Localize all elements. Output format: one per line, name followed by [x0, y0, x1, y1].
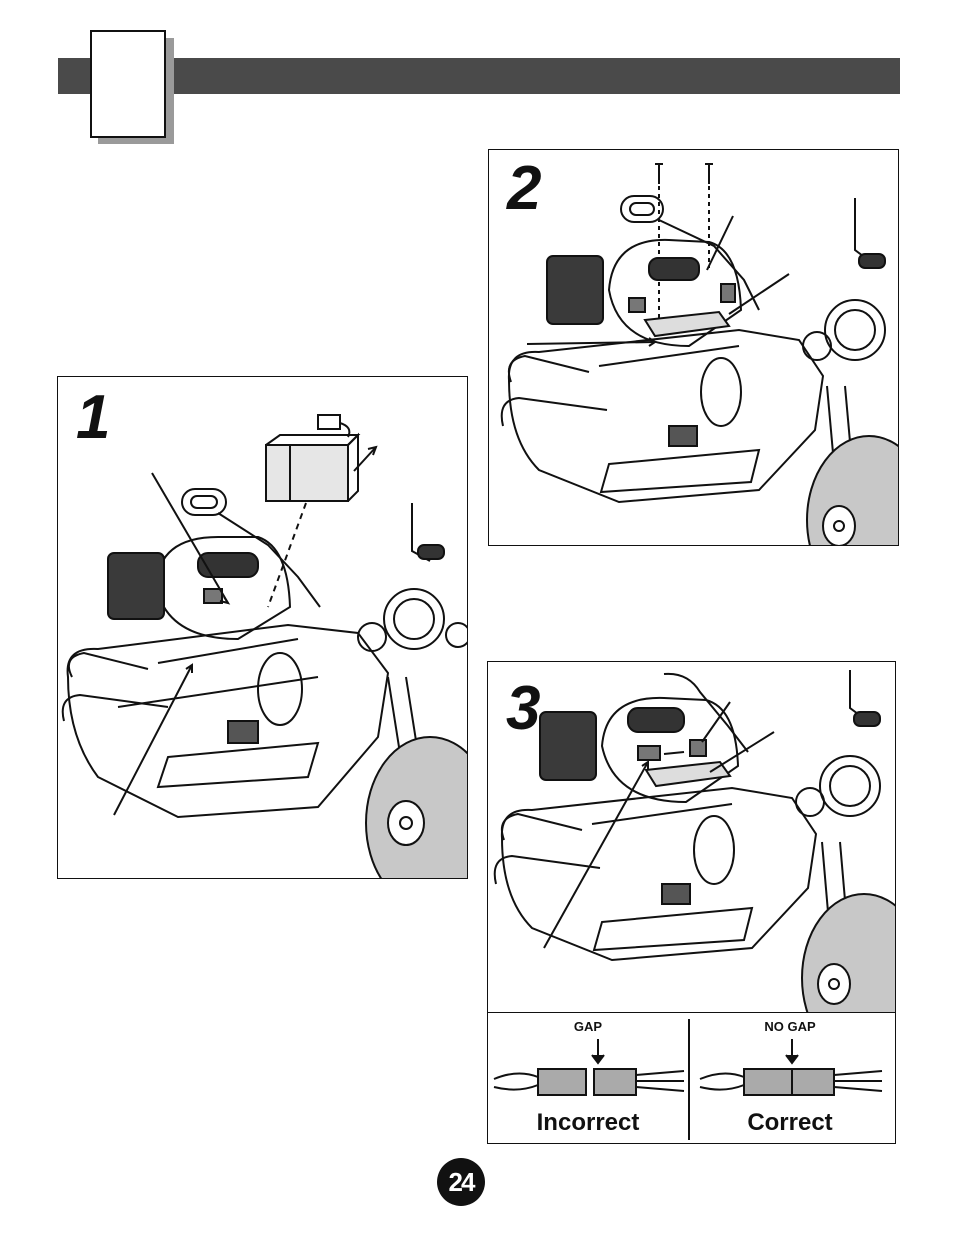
connector-comparison: GAP Incorrect NO GAP [488, 1012, 896, 1144]
no-gap-callout: NO GAP [690, 1019, 890, 1034]
step-3-illustration [488, 662, 896, 1012]
gap-callout: GAP [488, 1019, 688, 1034]
incorrect-caption: Incorrect [488, 1109, 688, 1137]
step-1-panel: 1 [57, 376, 468, 879]
section-tab [90, 30, 166, 138]
section-header-bar [58, 58, 900, 94]
correct-caption: Correct [690, 1109, 890, 1137]
connector-incorrect: GAP Incorrect [488, 1013, 688, 1144]
connector-gap-illustration [488, 1035, 688, 1115]
connector-no-gap-illustration [690, 1035, 890, 1115]
page-number: 24 [437, 1158, 485, 1206]
connector-correct: NO GAP Correct [690, 1013, 890, 1144]
step-2-panel: 2 [488, 149, 899, 546]
step-1-illustration [58, 377, 468, 879]
step-2-illustration [489, 150, 899, 546]
step-3-panel: 3 [487, 661, 896, 1144]
